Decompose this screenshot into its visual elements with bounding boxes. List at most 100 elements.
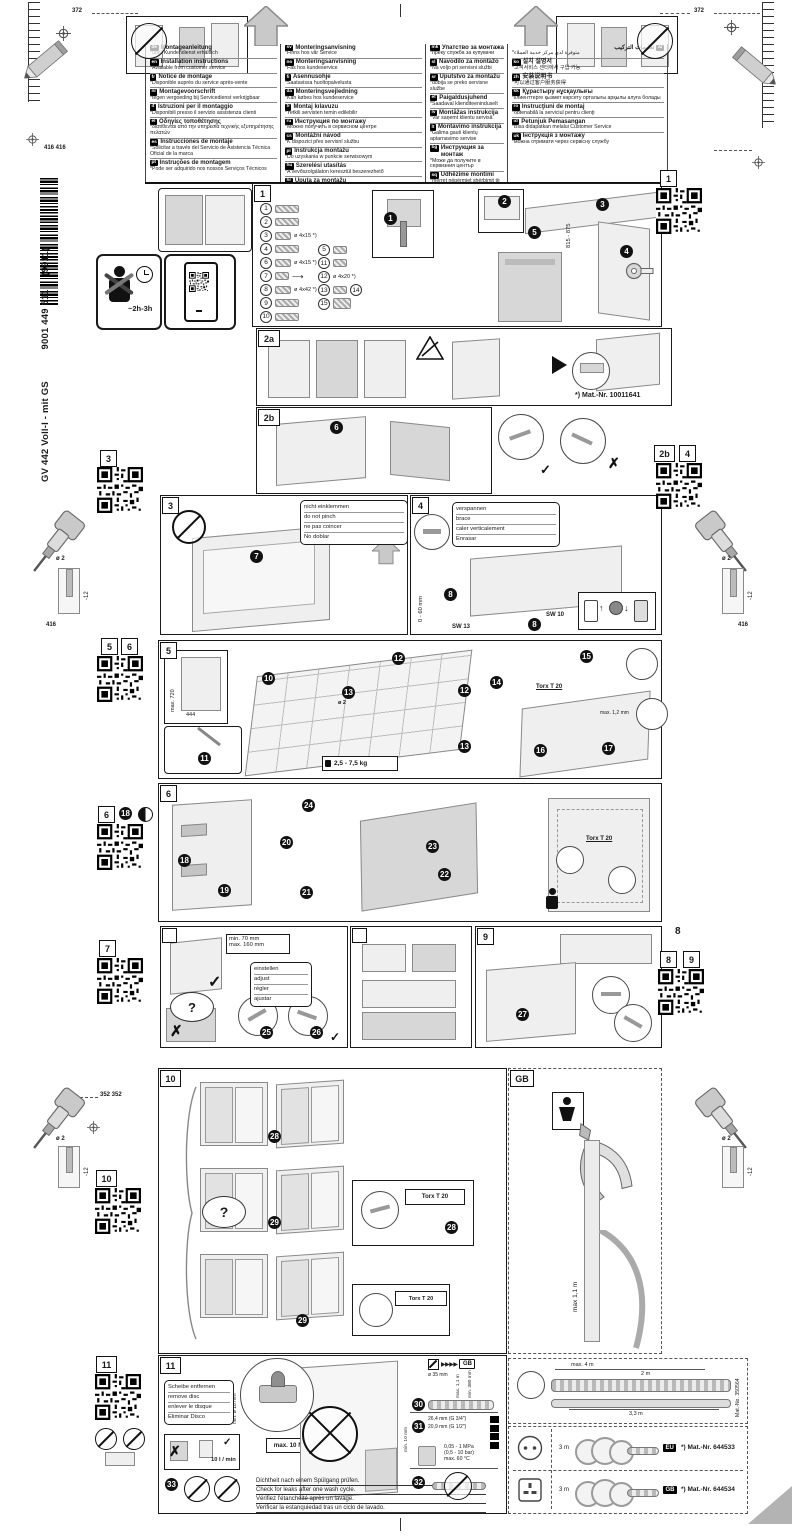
check-icon: ✓ xyxy=(208,974,222,991)
weight-range: 2,5 - 7,5 kg xyxy=(334,760,368,767)
language-flag-badge: sv xyxy=(285,44,294,52)
step-badge: 22 xyxy=(438,868,451,881)
step-badge: 1 xyxy=(384,212,397,225)
front-pair-sketch xyxy=(276,1251,344,1321)
drill-diameter: ø 2 xyxy=(56,556,65,562)
leak-check-text: Dichtheit nach einem Spülgang prüfen. Ch… xyxy=(256,1477,486,1514)
strip-sketch xyxy=(580,363,604,373)
hole-depth-sketch xyxy=(722,1146,744,1188)
wrench-size-sw10: SW 10 xyxy=(546,612,565,618)
qr-tag-5: 5 xyxy=(101,638,118,655)
faucet-sketch xyxy=(105,1452,135,1466)
language-flag-badge: uk xyxy=(512,133,521,141)
valve-sketch xyxy=(400,221,407,247)
step-5-tag: 5 xyxy=(160,642,177,659)
language-note: *Disponibili presso il servizio assisten… xyxy=(150,109,257,116)
divider xyxy=(410,1468,498,1469)
language-note: *dobija se preko servisne službe xyxy=(430,80,488,92)
cross-icon: ✗ xyxy=(608,455,620,471)
cabinet-sketch xyxy=(601,27,627,67)
tape-measure-icon xyxy=(624,262,654,280)
registration-mark-icon xyxy=(87,1121,100,1134)
device-icon xyxy=(634,600,648,622)
language-note: *преку служба за купувачи xyxy=(430,50,495,57)
step-badge: 24 xyxy=(302,799,315,812)
language-flag-badge: et xyxy=(430,94,438,102)
step-badge: 28 xyxy=(268,1130,281,1143)
divider xyxy=(410,1412,498,1413)
qr-tag-2b: 2b xyxy=(654,445,675,462)
hole-depth-sketch xyxy=(58,568,80,614)
language-flag-badge: ko xyxy=(512,59,521,67)
thread-small-label: 20,9 mm (G 1/2") xyxy=(428,1424,467,1430)
region-badge-gb: GB xyxy=(663,1486,677,1494)
region-badge-stack xyxy=(490,1416,500,1449)
qr-code xyxy=(97,656,143,702)
torx-detail-inset: Torx T 20 28 xyxy=(352,1180,474,1246)
qr-tag-8: 8 xyxy=(660,951,677,968)
no-icon xyxy=(302,1406,358,1462)
extension-hose-box: 3 m EU *) Mat.-Nr. 644533 3 m GB *) Mat.… xyxy=(508,1426,748,1514)
callout-line-en: remove disc xyxy=(168,1393,230,1403)
language-flag-badge: lt xyxy=(430,124,436,132)
gb-socket-icon xyxy=(517,1477,543,1503)
language-entry: deMontageanleitung*über Kundendienst erh… xyxy=(150,44,277,59)
part-number: 6 xyxy=(260,256,272,269)
callout-line-de: Scheibe entfernen xyxy=(168,1383,230,1393)
detail-circle xyxy=(556,846,584,874)
level-check-inset: ↑ ↓ xyxy=(578,592,656,630)
part-number: 14 xyxy=(350,284,362,297)
material-number-label: *) Mat.-Nr. 10011641 xyxy=(575,392,641,399)
front-pair-sketch xyxy=(200,1082,268,1146)
language-flag-badge: sl xyxy=(430,59,438,67)
cross-icon: ✗ xyxy=(169,1443,181,1459)
weight-label-box: 2,5 - 7,5 kg xyxy=(322,756,398,771)
drill-diameter: ø 2 xyxy=(56,1136,65,1142)
step-3-tag: 3 xyxy=(162,497,179,514)
language-note: *Може да получите в сервизния център xyxy=(430,157,481,170)
step-badge: 31 xyxy=(412,1420,425,1433)
step-badge: 13 xyxy=(458,740,471,753)
drill-icon xyxy=(10,1076,98,1169)
step1-inset-valve xyxy=(372,190,434,258)
dash-line xyxy=(660,13,690,14)
step-badge: 2 xyxy=(498,195,511,208)
language-flag-badge: mk xyxy=(430,44,440,52)
language-flag-badge: id xyxy=(512,118,520,126)
no-icon xyxy=(214,1476,240,1502)
language-note: *über Kundendienst erhältlich xyxy=(150,50,218,57)
screw-size-label: ø 4x42 *) xyxy=(294,286,317,293)
language-note: *Yetkili servisten temin edilebilir xyxy=(285,109,358,116)
thread-large-label: 26,4 mm (G 3/4") xyxy=(428,1416,467,1422)
part-number: 10 xyxy=(260,310,272,323)
arrows-icon: ▶▶▶▶ xyxy=(441,1361,458,1368)
no-icon xyxy=(172,510,206,544)
cabinet-sketch xyxy=(567,23,595,67)
language-flag-badge: kk xyxy=(512,88,521,96)
step-badge: 29 xyxy=(296,1314,309,1327)
language-flag-badge: cs xyxy=(285,133,294,141)
callout-line-es: No doblar xyxy=(304,533,330,540)
detail-circle xyxy=(608,866,636,894)
screw-size-label: ø 4x15 *) xyxy=(294,259,317,266)
leak-line-de: Dichtheit nach einem Spülgang prüfen. xyxy=(256,1477,486,1487)
part-number: 4 xyxy=(260,243,272,256)
step-8-corner-box xyxy=(352,928,367,943)
topview-sketch xyxy=(362,944,406,972)
drain-hose-sketch xyxy=(428,1400,494,1410)
hole-diameter-label: ø 35 mm xyxy=(428,1372,448,1378)
